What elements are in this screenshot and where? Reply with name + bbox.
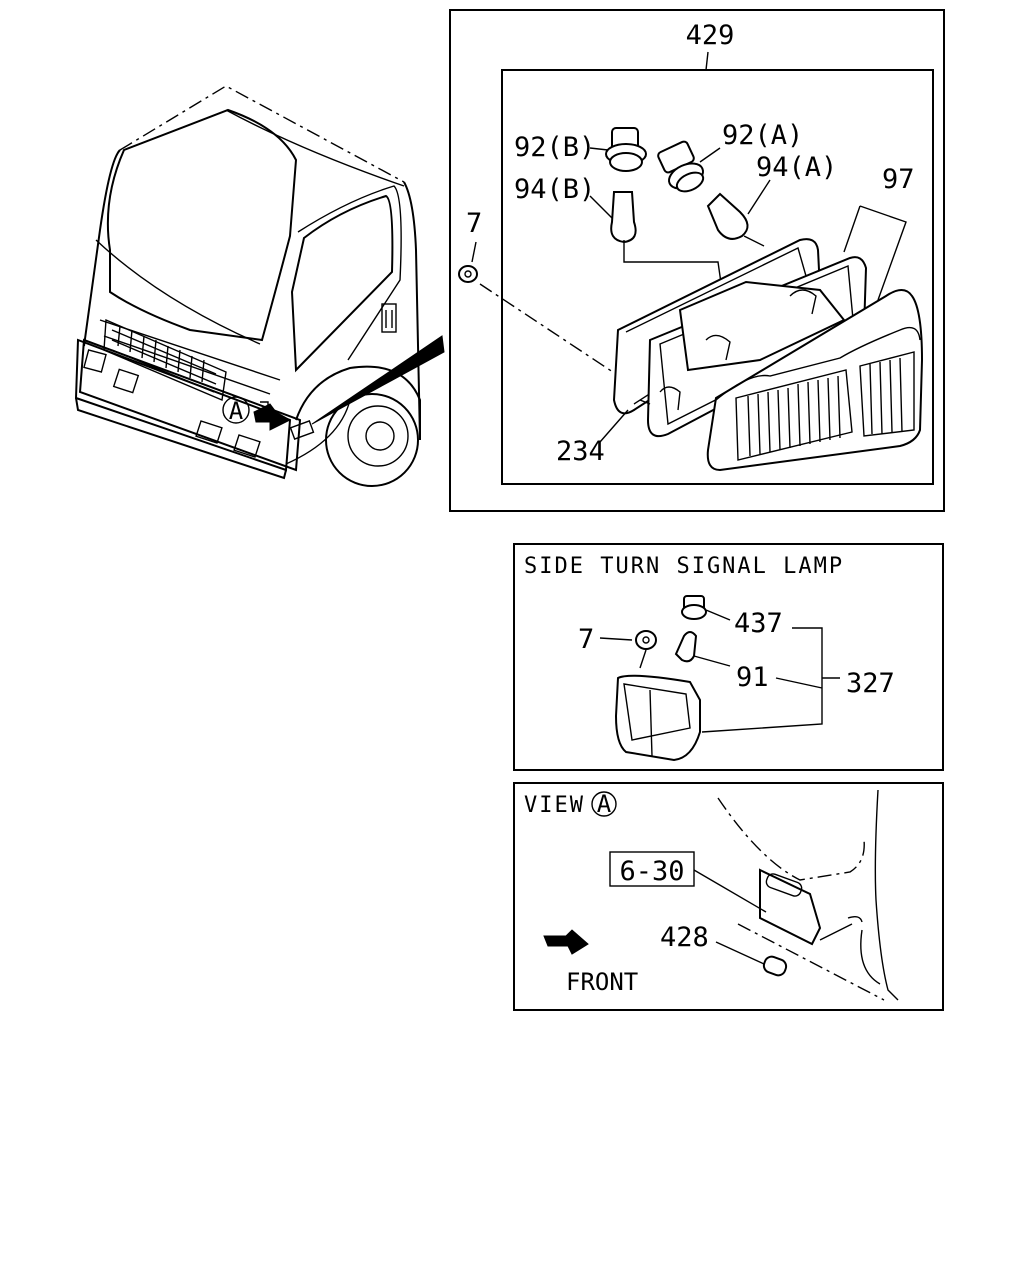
ref-box-6-30 [609,851,695,887]
view-a-marker-truck: A [229,397,244,425]
label-97: 97 [882,164,915,195]
label-91: 91 [736,662,769,693]
bulb-b [610,191,637,244]
label-94a: 94(A) [756,152,837,183]
label-429: 429 [686,20,735,51]
label-428: 428 [660,922,709,953]
socket-a [657,140,705,193]
view-a-marker: A [597,790,612,818]
lamp-lens [706,289,924,472]
side-turn-title: SIDE TURN SIGNAL LAMP [524,554,844,579]
label-nut-7: 7 [466,208,482,239]
truck-cab-illustration: A [74,85,445,487]
label-front: FRONT [566,968,638,996]
front-arrow-icon [543,929,589,955]
label-92b: 92(B) [514,132,595,163]
view-a-panel: VIEW A 6-30 428 FRONT [513,782,944,1011]
assembly-frame [501,69,934,485]
side-turn-frame [513,543,944,771]
view-a-frame [513,782,944,1011]
label-nut-7-side: 7 [578,624,594,655]
side-turn-signal-lamp-panel: SIDE TURN SIGNAL LAMP 437 91 7 327 [513,543,944,771]
view-title: VIEW [524,793,585,818]
front-turn-lamp-panel: 429 92(B) 92(A) 94(B) 94(A) [449,9,945,512]
label-94b: 94(B) [514,174,595,205]
label-6-30: 6-30 [619,856,684,887]
label-437: 437 [734,608,783,639]
label-234: 234 [556,436,605,467]
socket-b [605,127,647,172]
label-327: 327 [846,668,895,699]
bulb-a [706,192,749,240]
outer-frame [449,9,945,512]
label-92a: 92(A) [722,120,803,151]
